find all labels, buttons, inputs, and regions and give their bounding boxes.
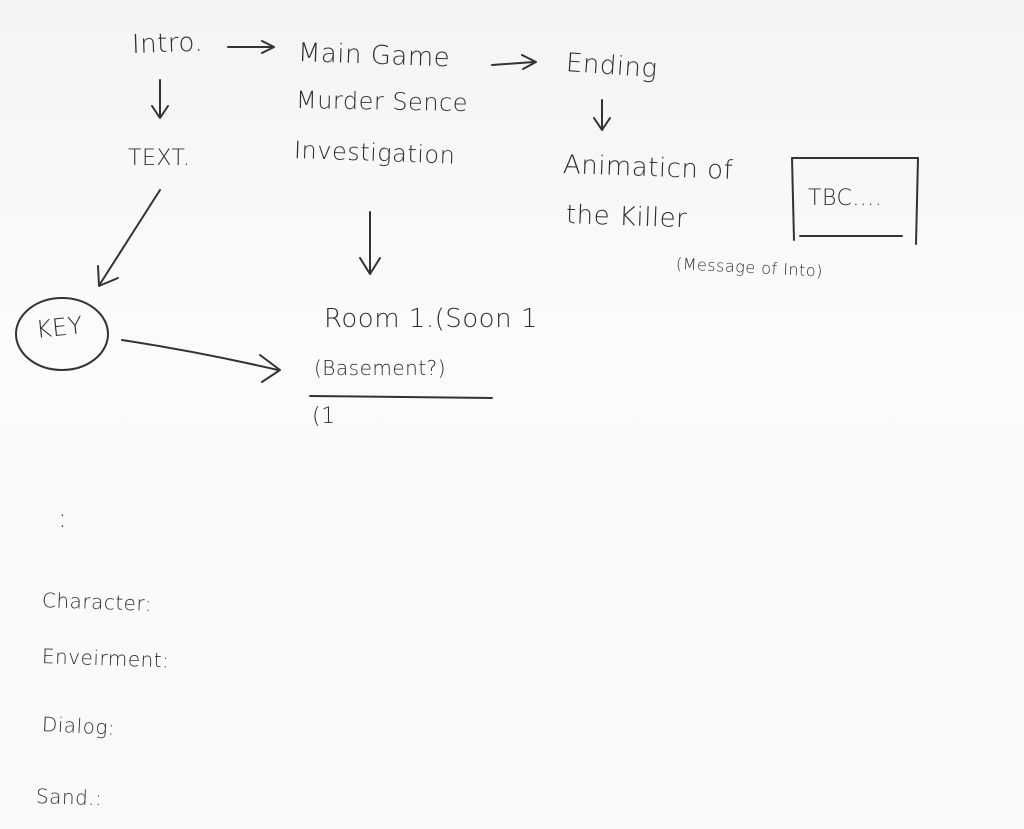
environment-label: Enveirment: <box>41 644 170 673</box>
character-label: Character: <box>41 588 153 616</box>
key-circle <box>15 297 109 371</box>
arrow-intro-to-text <box>151 79 169 119</box>
basement-underline <box>309 395 493 399</box>
main-game-label: Main Game <box>297 38 451 74</box>
murder-scene-label: Murder Sence <box>295 86 469 118</box>
room1-label: Room 1.(Soon 1 <box>324 304 538 334</box>
arrow-intro-to-main <box>227 40 275 54</box>
text-label: TEXT. <box>128 146 191 171</box>
arrow-ending-to-animation <box>593 99 611 131</box>
arrow-investigation-to-room <box>359 211 381 275</box>
notes-colon: : <box>58 504 68 534</box>
basement-label: (Basement?) <box>314 356 447 380</box>
c1-label: (1 <box>312 404 336 429</box>
animation-line1: Animaticn of <box>562 150 734 186</box>
dialog-label: Dialog: <box>41 712 116 740</box>
tbc-box <box>791 157 919 245</box>
key-label: KEY <box>34 311 85 344</box>
tbc-label: TBC.... <box>808 186 883 211</box>
sound-label: Sand.: <box>35 784 103 811</box>
arrow-text-to-key <box>97 189 161 287</box>
ending-label: Ending <box>564 48 659 85</box>
animation-line2: the Killer <box>565 200 688 235</box>
intro-label: Intro. <box>131 27 204 60</box>
arrow-key-to-basement <box>121 339 281 383</box>
arrow-main-to-ending <box>491 54 537 70</box>
investigation-label: Investigation <box>293 136 456 170</box>
